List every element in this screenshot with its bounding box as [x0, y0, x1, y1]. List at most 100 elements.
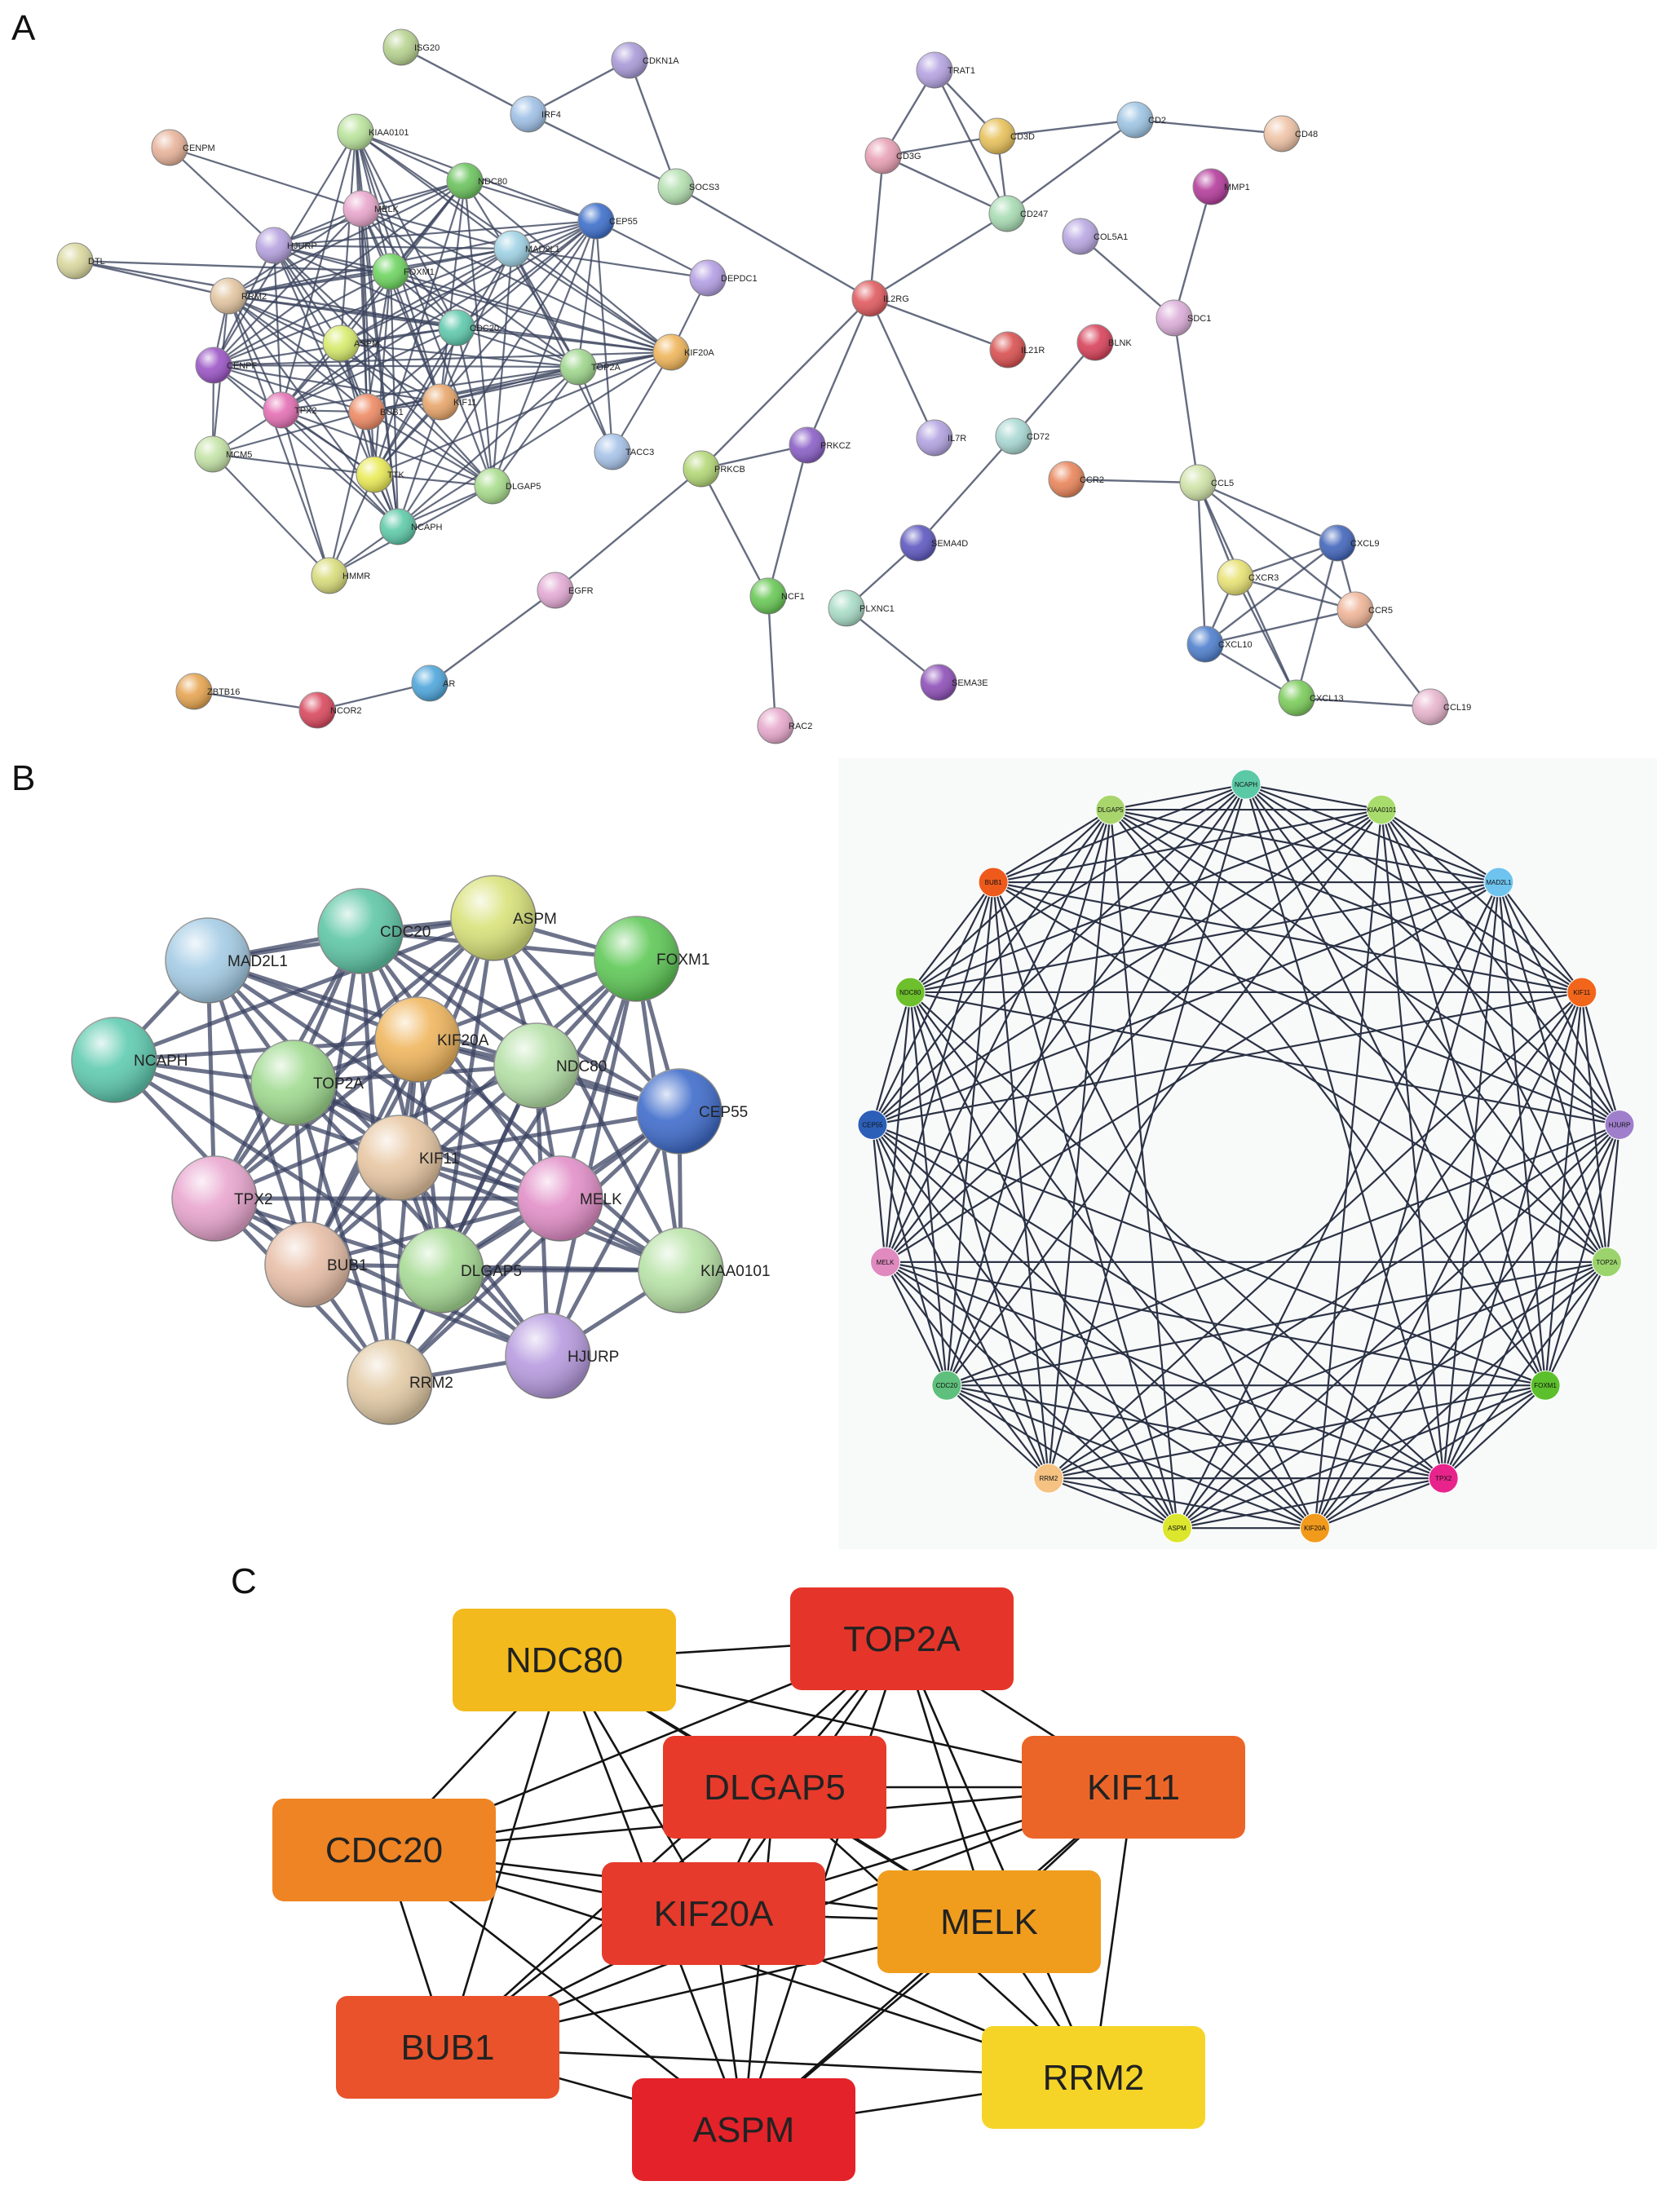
node-col5a1: COL5A1	[1062, 218, 1128, 255]
edge-tpx2-cdc20	[946, 1384, 1444, 1480]
edge-cdc20-dlgap5	[455, 327, 494, 487]
node-depdc1: DEPDC1	[689, 259, 758, 297]
node-label: TTK	[387, 470, 404, 480]
edge-mad2l1-dlgap5	[1110, 808, 1500, 884]
node-label: DEPDC1	[721, 274, 758, 284]
node-ccl5: CCL5	[1179, 464, 1234, 501]
node-label: HMMR	[342, 572, 370, 581]
edge-ccr5-ccl19	[1354, 609, 1431, 708]
node-label: CEP55	[609, 217, 638, 227]
edge-top2a-kiaa0101	[292, 1080, 683, 1273]
edge-il2rg-prkcb	[700, 298, 871, 470]
edge-hjurp-mad2l1	[273, 244, 513, 250]
edge-mcm5-bub1	[212, 410, 368, 456]
ring-node-kif11: KIF11	[1566, 977, 1597, 1008]
node-cd48: CD48	[1263, 115, 1318, 152]
hub-node-top2a: TOP2A	[790, 1587, 1014, 1690]
node-melk: MELK	[342, 190, 400, 227]
edge-foxm1-rrm2	[1048, 1384, 1546, 1480]
node-label: NCAPH	[411, 523, 443, 532]
node-label: CXCL9	[1350, 539, 1379, 549]
edge-top2a-bub1	[366, 365, 579, 413]
node-tacc3: TACC3	[594, 433, 654, 470]
edge-rrm2-tpx2	[228, 295, 282, 411]
node-label: MELK	[374, 205, 400, 214]
node-tpx2: TPX2	[171, 1155, 273, 1242]
edge-ncaph-dlgap5	[1110, 783, 1247, 811]
network-a: ISG20CDKN1AIRF4SOCS3CENPMKIAA0101NDC80ME…	[56, 29, 1471, 744]
edge-ncaph-cenpf	[213, 364, 399, 528]
edge-top2a-cenpf	[213, 364, 579, 369]
edge-aspm-dlgap5	[1109, 809, 1178, 1529]
edge-kif11-hjurp	[1580, 991, 1621, 1125]
node-cxcr3: CXCR3	[1217, 559, 1279, 596]
edge-cep55-rrm2	[228, 219, 597, 298]
node-label: PRKCZ	[820, 441, 851, 451]
edge-foxm1-melk	[885, 1261, 1546, 1387]
node-label: IRF4	[541, 110, 561, 120]
edge-ncaph-kif20a	[113, 1037, 418, 1062]
edge-melk-rrm2	[228, 208, 362, 297]
ring-node-cep55: CEP55	[857, 1110, 888, 1141]
node-label: BUB1	[380, 408, 404, 417]
node-label: CDC20	[936, 1382, 958, 1389]
edge-ncaph-ndc80	[909, 784, 1247, 993]
edge-top2a-foxm1	[1544, 1261, 1608, 1386]
edge-mad2l1-bub1	[205, 960, 310, 1265]
edge-rrm2-cdc20	[946, 1384, 1049, 1479]
node-label: KIF20A	[654, 1894, 774, 1934]
edge-mad2l1-kif11	[1498, 881, 1583, 993]
edge-ccl5-cxcl10	[1196, 482, 1207, 645]
edge-cd2-cd247	[1006, 119, 1136, 214]
node-label: KIF11	[1573, 989, 1590, 996]
edge-hjurp-rrm2	[1048, 1124, 1620, 1480]
edge-tpx2-melk	[885, 1261, 1444, 1480]
node-bub1: BUB1	[264, 1221, 368, 1308]
node-label: CENPF	[227, 361, 258, 371]
ring-node-melk: MELK	[870, 1247, 901, 1278]
edge-cxcr3-ccr5	[1235, 576, 1356, 612]
edge-aspm-bub1	[992, 881, 1178, 1529]
edge-cdc20-ndc80	[909, 991, 948, 1386]
edge-tacc3-kif20a	[612, 351, 672, 453]
node-label: BLNK	[1108, 338, 1132, 348]
panel-label-c: C	[231, 1561, 257, 1601]
edge-hjurp-ndc80	[910, 991, 1620, 1126]
hub-node-rrm2: RRM2	[982, 2026, 1205, 2129]
edge-top2a-dlgap5	[1110, 809, 1608, 1263]
edge-foxm1-ncaph	[389, 271, 400, 528]
edge-kif11-bub1	[992, 881, 1582, 994]
edge-prkcb-egfr	[555, 468, 702, 591]
node-label: DLGAP5	[704, 1768, 846, 1808]
node-ncaph: NCAPH	[71, 1017, 188, 1103]
edge-hmmr-ttk	[328, 474, 376, 576]
edge-ncaph-hjurp	[1245, 784, 1620, 1126]
node-cdkn1a: CDKN1A	[611, 42, 679, 79]
edge-hjurp-cep55	[273, 219, 597, 247]
edge-ndc80-kiaa0101	[355, 130, 466, 183]
edge-kiaa0101-tpx2	[1381, 809, 1445, 1479]
edge-cd2-cd48	[1134, 118, 1283, 135]
edge-ndc80-bub1	[909, 881, 994, 993]
node-label: SOCS3	[689, 183, 719, 192]
edge-aspm-dlgap5	[340, 342, 493, 487]
edge-cep55-bub1	[871, 881, 995, 1126]
node-cenpm: CENPM	[151, 129, 215, 166]
node-label: DLGAP5	[1098, 806, 1124, 814]
node-label: IL2RG	[883, 294, 909, 304]
node-label: MMP1	[1224, 183, 1250, 192]
node-cenpf: CENPF	[195, 347, 258, 384]
edge-kif20a-kiaa0101	[416, 1038, 683, 1272]
edge-foxm1-cep55	[872, 1124, 1546, 1387]
edge-ncaph-kiaa0101	[1245, 783, 1382, 811]
edge-top2a-tpx2	[1443, 1261, 1608, 1479]
edge-cep55-dlgap5	[491, 220, 598, 487]
edge-rrm2-dlgap5	[1047, 809, 1111, 1479]
node-label: NCOR2	[330, 706, 362, 716]
ring-node-kif20a: KIF20A	[1300, 1512, 1331, 1543]
edge-cep55-aspm	[340, 220, 597, 344]
hub-node-dlgap5: DLGAP5	[663, 1736, 886, 1839]
ring-node-kiaa0101: KIAA0101	[1366, 794, 1397, 825]
edge-cdc20-dlgap5	[945, 809, 1111, 1386]
